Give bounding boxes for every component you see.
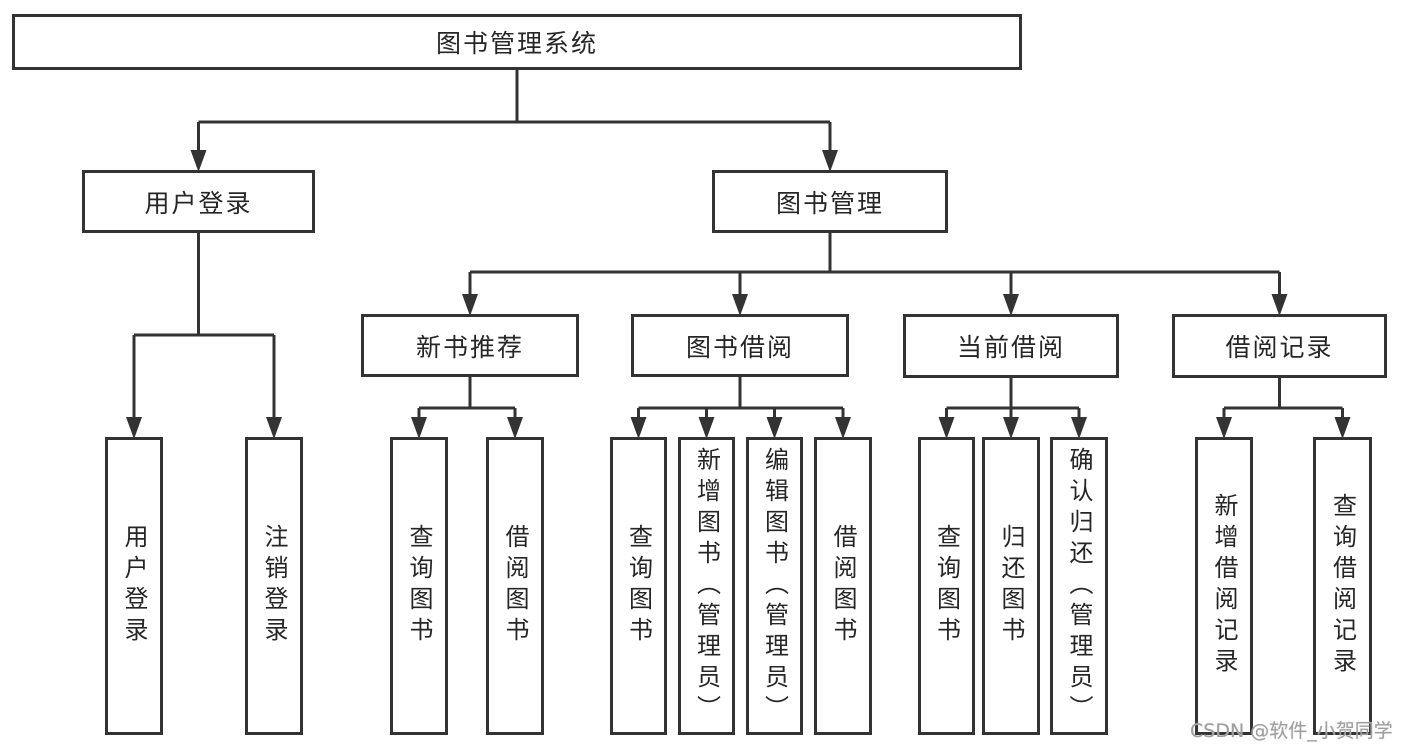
- leaf-bb-edit-books-box: 编辑图书（管理员）: [746, 437, 803, 735]
- arrowhead-leaf-bb-borrow-books: [835, 417, 851, 439]
- book-borrowing-box: 图书借阅: [631, 314, 849, 377]
- current-borrowing-label: 当前借阅: [956, 333, 1065, 362]
- root-label: 图书管理系统: [435, 29, 598, 58]
- arrowhead-current-borrowing: [1003, 294, 1019, 316]
- book-borrowing-label: 图书借阅: [685, 332, 794, 362]
- arrowhead-leaf-logout: [266, 417, 282, 439]
- borrowing-records-label: 借阅记录: [1225, 333, 1334, 362]
- borrowing-records-box: 借阅记录: [1172, 314, 1387, 378]
- leaf-bb-add-books-box: 新增图书（管理员）: [678, 437, 735, 735]
- arrowhead-book-management: [822, 150, 838, 172]
- arrowhead-leaf-nb-borrow-books: [507, 417, 523, 439]
- leaf-user-login-box: 用户登录: [105, 437, 163, 735]
- leaf-nb-query-books-label: 查询图书: [405, 524, 433, 648]
- current-borrowing-box: 当前借阅: [903, 314, 1119, 378]
- arrowhead-leaf-bb-edit-books: [766, 417, 783, 439]
- leaf-cb-confirm-return-label: 确认归还（管理员）: [1065, 446, 1093, 726]
- leaf-user-login-label: 用户登录: [120, 524, 148, 648]
- leaf-br-add-record-box: 新增借阅记录: [1195, 437, 1253, 735]
- leaf-logout-box: 注销登录: [245, 437, 303, 735]
- watermark: CSDN @软件_小贺同学: [1190, 720, 1393, 742]
- leaf-br-query-record-label: 查询借阅记录: [1328, 493, 1357, 679]
- root-box: 图书管理系统: [12, 14, 1022, 70]
- arrowhead-book-borrowing: [732, 294, 748, 316]
- arrowhead-leaf-bb-add-books: [698, 417, 715, 439]
- arrowhead-leaf-br-query-record: [1334, 417, 1351, 439]
- arrowhead-leaf-bb-query-books: [630, 417, 647, 439]
- arrowhead-leaf-cb-return-books: [1003, 417, 1019, 439]
- arrowhead-leaf-user-login: [126, 417, 142, 439]
- arrowhead-new-book-recommendation: [462, 294, 478, 316]
- leaf-cb-query-books-box: 查询图书: [918, 437, 975, 735]
- leaf-bb-borrow-books-label: 借阅图书: [829, 524, 857, 648]
- user-login-box: 用户登录: [82, 170, 315, 233]
- leaf-bb-borrow-books-box: 借阅图书: [814, 437, 872, 735]
- leaf-bb-edit-books-label: 编辑图书（管理员）: [760, 446, 789, 726]
- arrowhead-borrowing-records: [1271, 294, 1288, 316]
- book-management-box: 图书管理: [712, 170, 948, 233]
- new-book-recommendation-label: 新书推荐: [415, 332, 524, 362]
- arrowhead-leaf-cb-confirm-return: [1071, 417, 1087, 439]
- new-book-recommendation-box: 新书推荐: [361, 314, 579, 377]
- leaf-bb-query-books-label: 查询图书: [624, 524, 653, 648]
- arrowhead-leaf-nb-query-books: [411, 417, 427, 439]
- arrowhead-leaf-br-add-record: [1216, 417, 1232, 439]
- user-login-label: 用户登录: [144, 188, 253, 218]
- book-management-label: 图书管理: [775, 188, 884, 218]
- leaf-bb-query-books-box: 查询图书: [610, 437, 667, 735]
- leaf-nb-borrow-books-label: 借阅图书: [501, 524, 529, 648]
- leaf-cb-return-books-label: 归还图书: [997, 524, 1025, 648]
- arrowhead-leaf-cb-query-books: [938, 417, 955, 439]
- leaf-nb-borrow-books-box: 借阅图书: [486, 437, 544, 735]
- leaf-nb-query-books-box: 查询图书: [390, 437, 448, 735]
- leaf-logout-label: 注销登录: [260, 524, 288, 648]
- leaf-bb-add-books-label: 新增图书（管理员）: [692, 446, 721, 726]
- leaf-cb-confirm-return-box: 确认归还（管理员）: [1050, 437, 1108, 735]
- leaf-cb-query-books-label: 查询图书: [932, 524, 961, 648]
- leaf-br-add-record-label: 新增借阅记录: [1210, 493, 1238, 679]
- arrowhead-user-login: [190, 150, 207, 172]
- leaf-br-query-record-box: 查询借阅记录: [1313, 437, 1372, 735]
- leaf-cb-return-books-box: 归还图书: [982, 437, 1040, 735]
